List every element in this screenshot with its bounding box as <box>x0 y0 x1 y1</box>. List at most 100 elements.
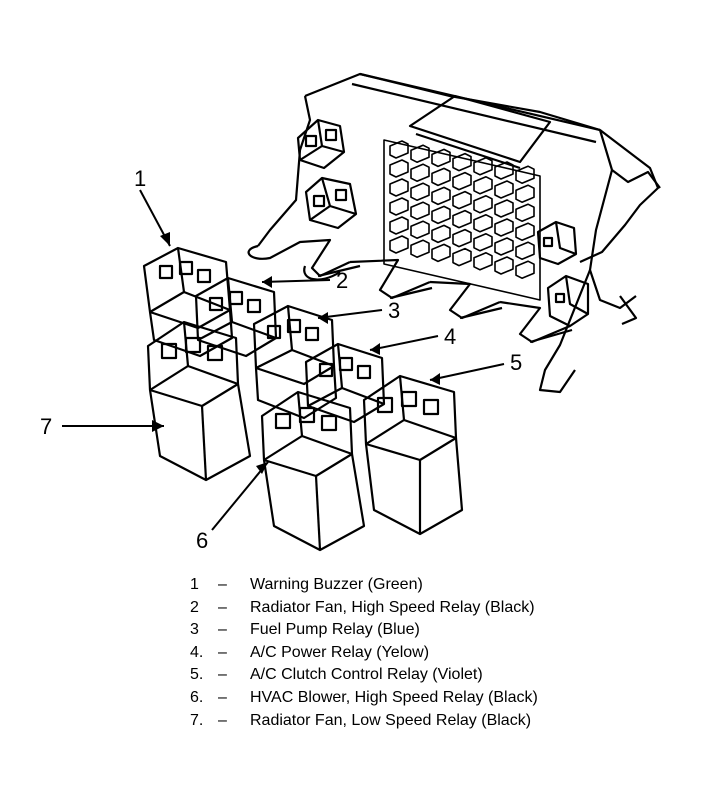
legend-dash: – <box>218 666 227 684</box>
arrowhead-6 <box>256 462 268 474</box>
relay-socket <box>494 199 514 218</box>
legend: 1 – Warning Buzzer (Green) 2 – Radiator … <box>190 574 690 732</box>
relay-socket <box>431 148 451 168</box>
callout-number-7: 7 <box>40 414 52 439</box>
relay-socket <box>389 178 409 197</box>
relay-socket <box>473 252 493 271</box>
callout-leaders <box>62 189 505 531</box>
relay-socket <box>452 152 472 172</box>
relay-socket <box>431 243 451 263</box>
arrowhead-4 <box>370 343 380 355</box>
arrowhead-1 <box>160 232 170 246</box>
callout-number-5: 5 <box>510 350 522 375</box>
relay-socket <box>473 195 493 214</box>
legend-text: Warning Buzzer (Green) <box>250 576 423 593</box>
legend-row: 4. – A/C Power Relay (Yelow) <box>190 642 690 665</box>
relay-6-hvac-blower-high-speed <box>260 390 366 552</box>
relay-socket <box>452 171 472 191</box>
relay-socket <box>473 176 493 195</box>
relay-4-ac-power <box>304 342 386 424</box>
relay-7-radiator-fan-low-speed <box>146 320 252 482</box>
relay-socket <box>389 140 409 159</box>
relay-socket <box>410 182 430 201</box>
legend-dash: – <box>218 711 227 729</box>
legend-dash: – <box>218 576 227 593</box>
relay-3-fuel-pump <box>252 304 338 420</box>
legend-text: A/C Clutch Control Relay (Violet) <box>250 666 483 684</box>
relay-socket <box>452 228 472 248</box>
relay-1-warning-buzzer <box>142 246 234 358</box>
relay-socket <box>410 201 430 220</box>
legend-row: 7. – Radiator Fan, Low Speed Relay (Blac… <box>190 710 690 733</box>
relay-socket <box>452 247 472 267</box>
legend-text: HVAC Blower, High Speed Relay (Black) <box>250 688 538 706</box>
legend-row: 1 – Warning Buzzer (Green) <box>190 574 690 597</box>
callout-number-4: 4 <box>444 324 456 349</box>
legend-row: 2 – Radiator Fan, High Speed Relay (Blac… <box>190 597 690 620</box>
relay-socket <box>410 239 430 258</box>
relay-socket <box>410 220 430 239</box>
relay-socket <box>494 180 514 199</box>
legend-text: Radiator Fan, High Speed Relay (Black) <box>250 598 535 616</box>
relay-socket <box>494 218 514 237</box>
legend-number: 1 <box>190 576 199 593</box>
relay-socket <box>494 256 514 275</box>
relay-socket <box>515 184 535 203</box>
relay-5-ac-clutch-control <box>362 374 464 536</box>
legend-text: A/C Power Relay (Yelow) <box>250 643 430 661</box>
legend-number: 3 <box>190 621 199 639</box>
relay-socket-grid <box>383 139 541 301</box>
legend-row: 3 – Fuel Pump Relay (Blue) <box>190 619 690 642</box>
relay-socket <box>410 144 430 163</box>
bracket-relay-right-lower <box>546 274 590 328</box>
leader-2 <box>261 279 331 283</box>
legend-row: 5. – A/C Clutch Control Relay (Violet) <box>190 664 690 687</box>
relay-socket <box>515 260 535 279</box>
relay-socket <box>473 214 493 233</box>
relay-socket <box>431 205 451 225</box>
relay-socket <box>515 165 535 184</box>
legend-number: 2 <box>190 598 199 616</box>
bracket-relay-upper <box>296 118 346 170</box>
callout-number-2: 2 <box>336 268 348 293</box>
relay-socket <box>389 197 409 216</box>
leader-4 <box>369 335 439 351</box>
legend-dash: – <box>218 621 227 639</box>
legend-dash: – <box>218 643 227 661</box>
relay-socket <box>452 190 472 210</box>
relay-center-bracket <box>247 72 661 394</box>
relay-socket <box>431 186 451 206</box>
bracket-relay-lower <box>304 176 358 230</box>
leader-3 <box>317 309 383 319</box>
arrowhead-5 <box>430 373 440 385</box>
relay-socket <box>452 209 472 229</box>
relay-socket <box>473 157 493 176</box>
leader-5 <box>429 363 505 381</box>
arrowhead-7 <box>152 420 164 432</box>
arrowhead-3 <box>318 312 328 324</box>
relay-socket <box>431 167 451 187</box>
legend-text: Fuel Pump Relay (Blue) <box>250 621 420 639</box>
arrowhead-2 <box>262 276 272 288</box>
relay-socket <box>494 237 514 256</box>
callout-number-1: 1 <box>134 166 146 191</box>
relay-socket <box>473 233 493 252</box>
legend-number: 5. <box>190 666 204 684</box>
relay-socket <box>515 241 535 260</box>
legend-text: Radiator Fan, Low Speed Relay (Black) <box>250 711 532 729</box>
relay-socket <box>494 161 514 180</box>
legend-dash: – <box>218 688 227 706</box>
callout-arrowheads <box>152 232 440 474</box>
relay-socket <box>389 235 409 254</box>
leader-6 <box>211 461 269 531</box>
callout-number-3: 3 <box>388 298 400 323</box>
relay-socket <box>389 216 409 235</box>
bracket-relay-right-upper <box>536 220 578 266</box>
relay-socket <box>389 159 409 178</box>
callout-number-6: 6 <box>196 528 208 553</box>
relay-center-diagram: 1 2 3 4 5 6 7 <box>40 72 661 553</box>
relay-socket <box>515 222 535 241</box>
legend-row: 6. – HVAC Blower, High Speed Relay (Blac… <box>190 687 690 710</box>
relay-socket <box>431 224 451 244</box>
relay-socket <box>410 163 430 182</box>
